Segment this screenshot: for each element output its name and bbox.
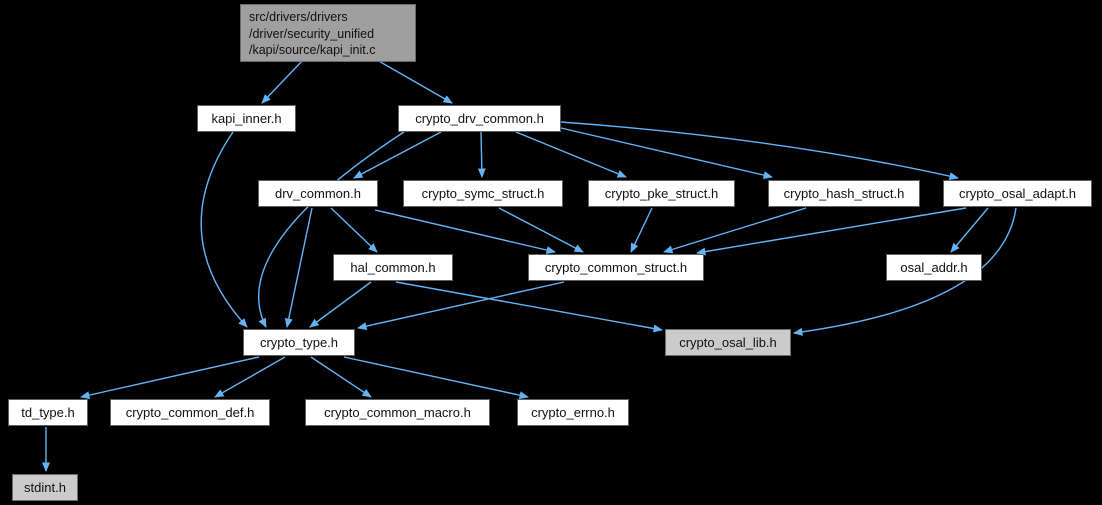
node-crypto-drv-common-h[interactable]: crypto_drv_common.h	[398, 105, 561, 132]
edge-crypto_drv_common-to-crypto_hash_struct	[560, 127, 773, 179]
node-crypto-osal-adapt-h[interactable]: crypto_osal_adapt.h	[943, 180, 1092, 207]
node-kapi-init-c[interactable]: src/drivers/drivers /driver/security_uni…	[240, 4, 416, 62]
node-crypto-symc-struct-h[interactable]: crypto_symc_struct.h	[403, 180, 563, 207]
node-crypto-osal-lib-h[interactable]: crypto_osal_lib.h	[665, 329, 791, 356]
node-td-type-h[interactable]: td_type.h	[8, 399, 88, 426]
node-label: src/drivers/drivers	[249, 10, 348, 24]
edge-kapi_init-to-kapi_inner	[261, 59, 304, 104]
edge-kapi_inner-to-crypto_type	[200, 131, 248, 328]
edge-crypto_drv_common-to-crypto_pke_struct	[515, 131, 627, 178]
edge-hal_common-to-crypto_type	[309, 281, 372, 328]
edge-crypto_osal_adapt-to-osal_addr	[950, 207, 989, 253]
edge-crypto_type-to-crypto_common_def	[214, 356, 286, 398]
edge-kapi_init-to-crypto_drv_common	[376, 59, 453, 104]
node-crypto-common-struct-h[interactable]: crypto_common_struct.h	[528, 254, 704, 281]
edge-crypto_pke_struct-to-crypto_common_struct	[630, 207, 653, 253]
edge-crypto_drv_common-to-crypto_type	[257, 131, 405, 328]
edge-drv_common-to-crypto_type	[284, 207, 313, 328]
edge-crypto_osal_adapt-to-crypto_osal_lib	[793, 207, 1017, 336]
edge-crypto_hash_struct-to-crypto_common_struct	[663, 207, 807, 254]
edge-crypto_type-to-td_type	[80, 356, 260, 400]
edge-crypto_common_struct-to-crypto_type	[357, 281, 565, 331]
edge-crypto_type-to-crypto_common_macro	[310, 356, 372, 398]
node-crypto-common-macro-h[interactable]: crypto_common_macro.h	[305, 399, 490, 426]
node-crypto-type-h[interactable]: crypto_type.h	[243, 329, 355, 356]
edge-crypto_drv_common-to-crypto_osal_adapt	[560, 121, 959, 181]
edge-hal_common-to-crypto_osal_lib	[395, 281, 663, 333]
node-hal-common-h[interactable]: hal_common.h	[333, 254, 453, 281]
edge-crypto_drv_common-to-drv_common	[353, 131, 442, 179]
edge-drv_common-to-hal_common	[330, 207, 378, 253]
node-crypto-pke-struct-h[interactable]: crypto_pke_struct.h	[588, 180, 735, 207]
edge-crypto_symc_struct-to-crypto_common_struct	[498, 207, 584, 253]
edge-drv_common-to-crypto_common_struct	[374, 209, 556, 254]
edge-crypto_drv_common-to-crypto_symc_struct	[477, 131, 486, 178]
node-osal-addr-h[interactable]: osal_addr.h	[886, 254, 982, 281]
node-stdint-h[interactable]: stdint.h	[12, 474, 78, 501]
node-label: /kapi/source/kapi_init.c	[249, 43, 376, 57]
node-kapi-inner-h[interactable]: kapi_inner.h	[197, 105, 296, 132]
node-label: /driver/security_unified	[249, 26, 375, 41]
edge-crypto_osal_adapt-to-crypto_common_struct	[696, 207, 967, 256]
node-crypto-common-def-h[interactable]: crypto_common_def.h	[110, 399, 270, 426]
node-drv-common-h[interactable]: drv_common.h	[258, 180, 378, 207]
edge-crypto_type-to-crypto_errno	[343, 356, 529, 400]
node-crypto-hash-struct-h[interactable]: crypto_hash_struct.h	[768, 180, 920, 207]
node-crypto-errno-h[interactable]: crypto_errno.h	[517, 399, 629, 426]
